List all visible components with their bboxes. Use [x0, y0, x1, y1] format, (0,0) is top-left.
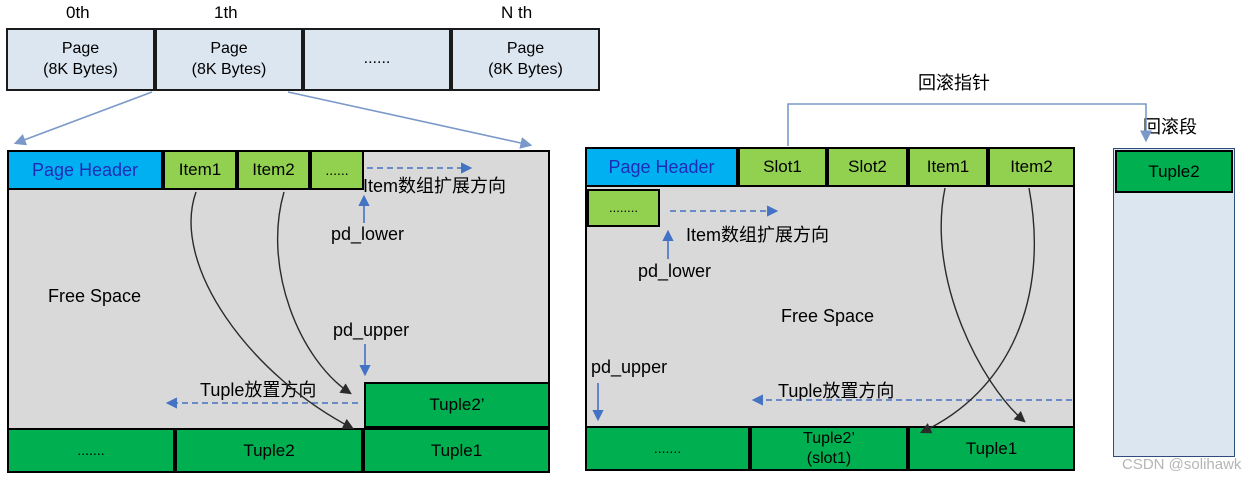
page-box-line2: (8K Bytes)	[488, 60, 563, 78]
rollback-tuple2-cell: Tuple2	[1115, 150, 1233, 193]
page-box-line1: Page	[210, 39, 248, 57]
left-tuple1-cell: Tuple1	[363, 428, 550, 473]
right-slot2-cell: Slot2	[827, 147, 908, 187]
page-box-line1: ......	[363, 50, 391, 68]
right-free-space-label: Free Space	[781, 306, 875, 326]
left-item2-cell: Item2	[237, 150, 310, 190]
right-tuple2-slot-cell: Tuple2’ (slot1)	[750, 426, 908, 471]
left-page-header-cell: Page Header	[7, 150, 163, 190]
left-item1-cell: Item1	[163, 150, 237, 190]
page-box-1: Page (8K Bytes)	[155, 28, 303, 91]
left-free-space-label: Free Space	[48, 286, 142, 306]
page-box-line2: (8K Bytes)	[43, 60, 118, 78]
page-box-n: Page (8K Bytes)	[451, 28, 600, 91]
page-box-line1: Page	[61, 39, 100, 57]
left-pd-upper-label: pd_upper	[333, 320, 410, 340]
left-item-ellipsis-cell: ......	[310, 150, 364, 190]
left-tuple-direction-label: Tuple放置方向	[200, 380, 317, 400]
left-tuple2-cell: Tuple2	[175, 428, 363, 473]
page-index-label-n: N th	[501, 3, 533, 22]
right-tuple2-line2: (slot1)	[806, 449, 852, 467]
right-item1-cell: Item1	[908, 147, 988, 187]
page-box-line1: Page	[506, 39, 545, 57]
left-item-expand-label: Item数组扩展方向	[363, 176, 507, 196]
right-pd-lower-label: pd_lower	[638, 261, 712, 281]
right-tuple-direction-label: Tuple放置方向	[778, 381, 895, 401]
page-fan-line-right	[287, 91, 533, 149]
watermark: CSDN @solihawk	[1122, 456, 1242, 473]
page-box-line2: (8K Bytes)	[191, 60, 267, 78]
right-page-header-cell: Page Header	[585, 147, 738, 187]
right-pd-upper-label: pd_upper	[591, 357, 668, 377]
rollback-segment-column	[1113, 148, 1235, 457]
rollback-pointer-label: 回滚指针	[918, 73, 990, 93]
page-index-label-1: 1th	[214, 3, 238, 22]
right-bottom-ellipsis-cell: .......	[585, 426, 750, 471]
page-fan-line-left	[13, 91, 153, 146]
right-tuple2-line1: Tuple2’	[803, 430, 855, 448]
page-box-ellipsis: ......	[303, 28, 451, 91]
left-bottom-ellipsis-cell: .......	[7, 428, 175, 473]
right-tuple1-cell: Tuple1	[908, 426, 1075, 471]
left-tuple2-new-cell: Tuple2’	[364, 382, 550, 428]
rollback-segment-label: 回滚段	[1143, 117, 1197, 137]
page-box-0: Page (8K Bytes)	[6, 28, 155, 91]
right-overflow-ellipsis-cell: ........	[587, 189, 660, 227]
page-index-label-0: 0th	[66, 3, 90, 22]
right-slot1-cell: Slot1	[738, 147, 827, 187]
left-pd-lower-label: pd_lower	[331, 224, 405, 244]
right-item-expand-label: Item数组扩展方向	[686, 225, 830, 245]
rollback-pointer-line	[787, 103, 1152, 146]
right-item2-cell: Item2	[988, 147, 1075, 187]
